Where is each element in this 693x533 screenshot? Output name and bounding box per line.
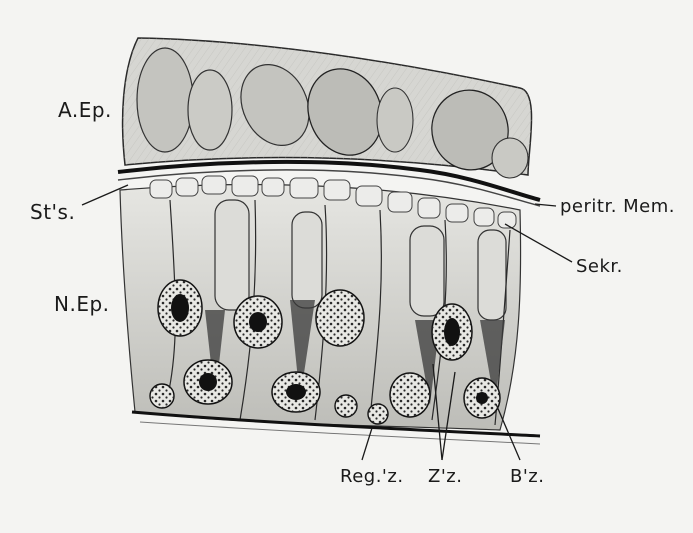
nucleus: [272, 372, 320, 412]
label-peritrophic-membrane: peritr. Mem.: [560, 196, 675, 217]
label-b-cells: B'z.: [510, 466, 544, 487]
label-regeneration-cells: Reg.'z.: [340, 466, 404, 487]
outer-epithelium-layer: [123, 38, 532, 178]
label-outer-epithelium: A.Ep.: [58, 98, 112, 122]
nucleus: [234, 296, 282, 348]
nucleus: [390, 373, 430, 417]
inner-epithelium-layer: [120, 176, 540, 444]
label-z-cells: Z'z.: [428, 466, 462, 487]
label-st-s: St's.: [30, 200, 75, 224]
nucleus: [158, 280, 202, 336]
regeneration-cell: [150, 384, 174, 408]
label-secretion: Sekr.: [576, 256, 623, 277]
nucleus: [316, 290, 364, 346]
nucleus: [464, 378, 500, 418]
label-inner-epithelium: N.Ep.: [54, 292, 110, 316]
regeneration-cell: [335, 395, 357, 417]
nucleus: [432, 304, 472, 360]
nucleus: [184, 360, 232, 404]
regeneration-cell: [368, 404, 388, 424]
